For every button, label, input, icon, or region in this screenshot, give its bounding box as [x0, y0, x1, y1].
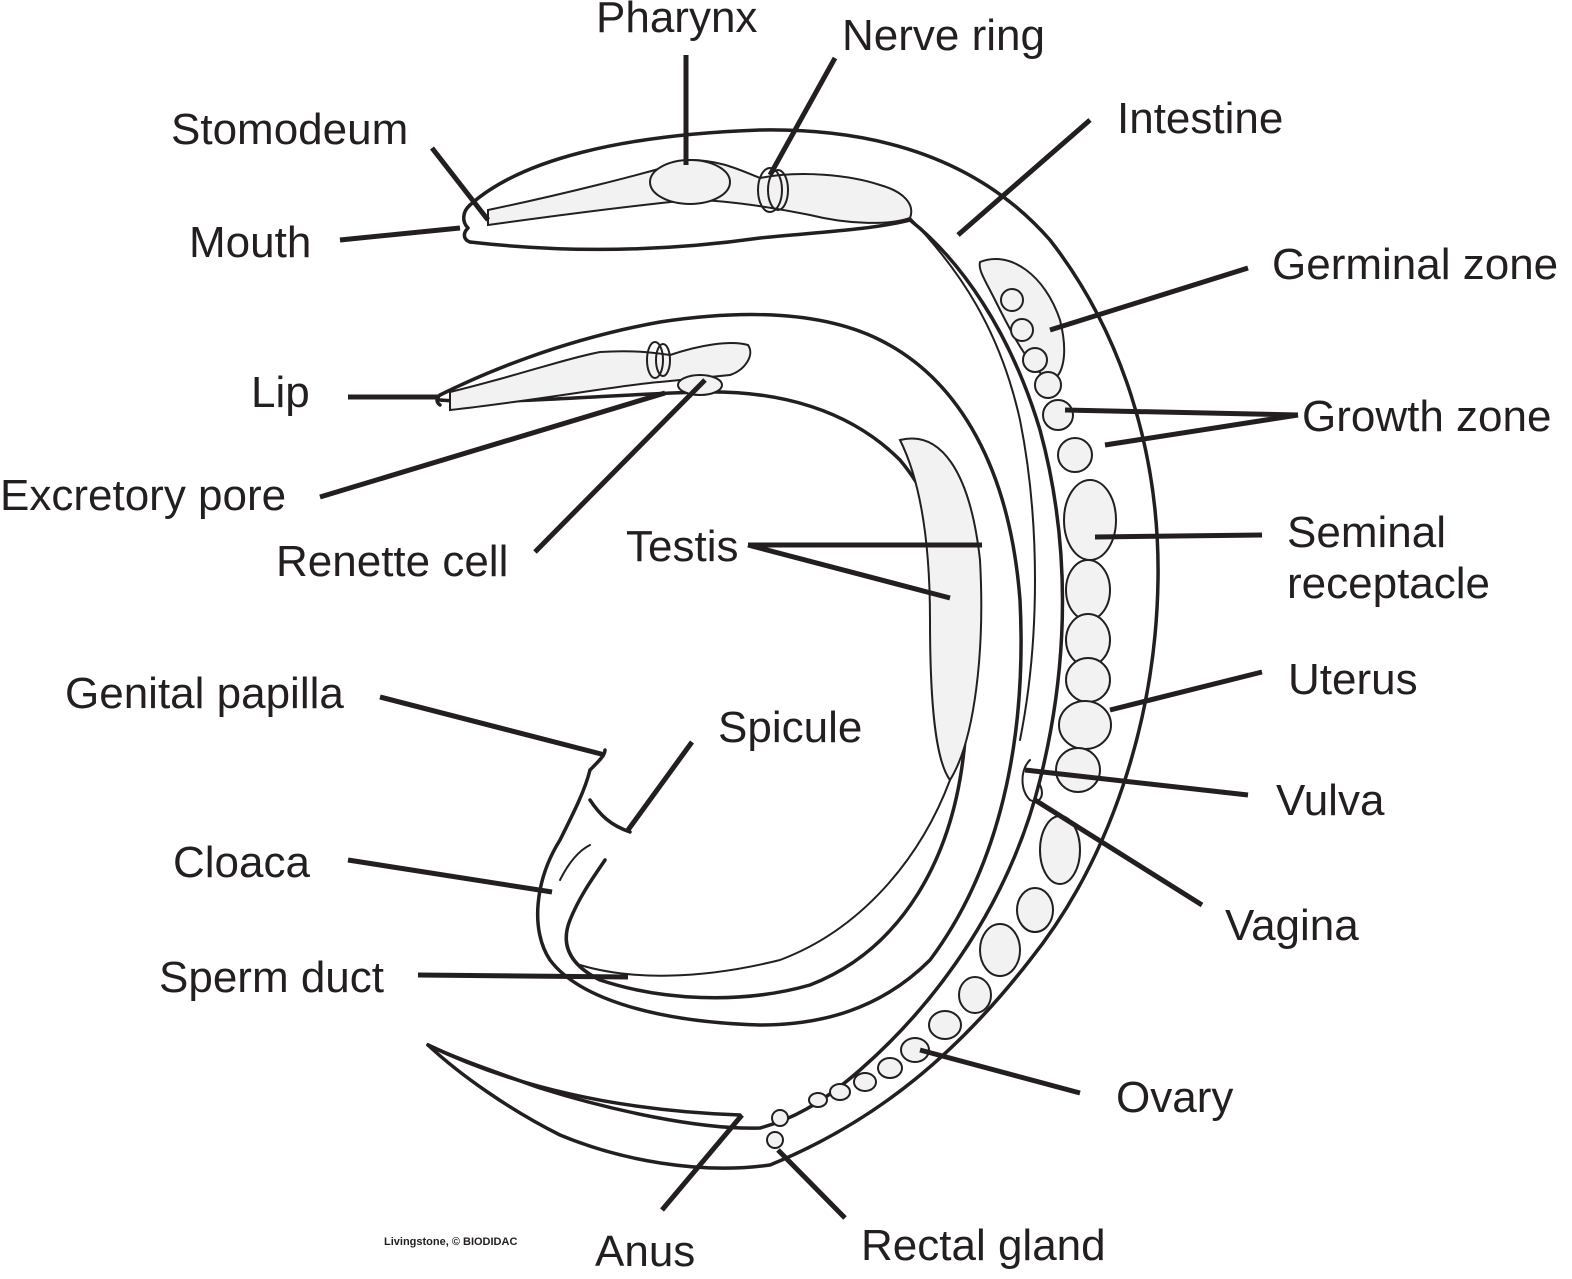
label-ovary: Ovary	[1116, 1073, 1233, 1122]
leader-mouth	[339, 225, 461, 243]
female-rectal-gland	[766, 1109, 789, 1149]
label-cloaca: Cloaca	[173, 838, 310, 887]
label-anus: Anus	[595, 1227, 695, 1274]
female-inner-body-wall	[426, 218, 1065, 1130]
male-worm	[435, 312, 1023, 1027]
label-stomodeum: Stomodeum	[171, 105, 408, 154]
leader-genital-papilla	[379, 694, 606, 758]
label-sperm-duct: Sperm duct	[159, 953, 384, 1002]
male-spicule	[588, 798, 632, 834]
label-excretory-pore: Excretory pore	[0, 471, 286, 520]
female-worm	[426, 128, 1160, 1170]
female-nerve-ring	[757, 167, 789, 213]
leader-growth-zone-a	[1064, 407, 1299, 418]
label-testis: Testis	[626, 522, 738, 571]
label-genital-papilla: Genital papilla	[65, 669, 344, 718]
leader-nerve-ring	[767, 56, 838, 177]
female-reproductive-chain	[808, 258, 1117, 1108]
leader-sperm-duct	[417, 972, 629, 980]
leader-vagina	[1033, 797, 1204, 908]
leader-renette-cell	[533, 378, 707, 554]
male-inner-body-wall	[438, 390, 969, 1000]
label-intestine: Intestine	[1117, 94, 1283, 143]
leader-intestine	[956, 118, 1092, 237]
leader-cloaca	[347, 857, 553, 895]
male-sperm-duct	[579, 779, 951, 977]
leader-stomodeum	[430, 146, 490, 222]
label-seminal-receptacle-line1: Seminal	[1287, 508, 1446, 557]
male-cloaca	[559, 844, 591, 881]
label-rectal-gland: Rectal gland	[861, 1221, 1106, 1270]
male-genital-papilla	[588, 748, 607, 772]
leader-spicule	[625, 740, 695, 832]
leader-anus	[660, 1113, 744, 1212]
female-intestine	[909, 217, 1036, 741]
female-tail	[426, 1043, 742, 1117]
female-vulva	[1021, 759, 1043, 803]
label-seminal-receptacle-line2: receptacle	[1287, 559, 1490, 608]
leader-ovary	[919, 1047, 1081, 1096]
leader-vulva	[1024, 767, 1249, 798]
female-pharynx-bulb	[649, 159, 731, 205]
credit-text: Livingstone, © BIODIDAC	[384, 1236, 517, 1248]
label-nerve-ring: Nerve ring	[842, 11, 1045, 60]
female-outer-body-wall	[426, 128, 1160, 1170]
label-vulva: Vulva	[1276, 776, 1385, 825]
female-head-tip	[462, 203, 472, 244]
label-renette-cell: Renette cell	[276, 537, 508, 586]
label-mouth: Mouth	[189, 218, 311, 267]
label-uterus: Uterus	[1288, 655, 1418, 704]
leader-uterus	[1109, 669, 1263, 713]
label-pharynx: Pharynx	[596, 0, 757, 42]
label-growth-zone: Growth zone	[1302, 392, 1551, 441]
leader-rectal-gland	[776, 1148, 847, 1220]
male-outer-body-wall	[438, 312, 1023, 1027]
male-nerve-ring	[646, 341, 671, 379]
label-lip: Lip	[251, 368, 310, 417]
label-vagina: Vagina	[1225, 901, 1359, 950]
label-spicule: Spicule	[718, 703, 862, 752]
male-testis	[898, 437, 983, 782]
leader-excretory-pore	[319, 390, 666, 500]
male-pharynx	[449, 342, 752, 412]
leader-testis-b	[747, 542, 951, 601]
leader-seminal-receptacle	[1094, 532, 1263, 540]
leader-germinal-zone	[1049, 265, 1249, 333]
leader-lines	[319, 55, 1299, 1220]
label-germinal-zone: Germinal zone	[1272, 240, 1558, 289]
leader-growth-zone-b	[1104, 412, 1299, 448]
